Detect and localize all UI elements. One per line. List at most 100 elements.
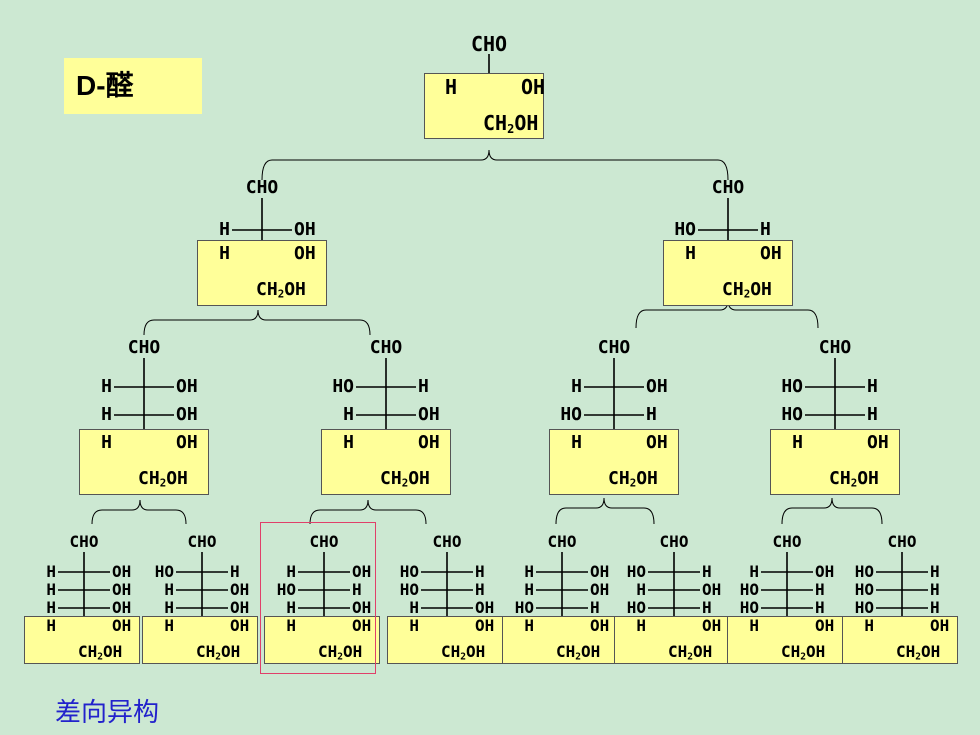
left-substituent: HO <box>276 580 296 599</box>
left-substituent: H <box>164 616 174 635</box>
ch2oh-label: CH2OH <box>441 642 486 663</box>
structure-box <box>842 616 958 664</box>
ch2oh-label: CH2OH <box>256 279 306 301</box>
left-substituent: HO <box>674 219 696 240</box>
left-substituent: H <box>46 598 56 617</box>
cho-label: CHO <box>369 337 403 358</box>
left-substituent: HO <box>854 580 874 599</box>
left-substituent: HO <box>399 562 419 581</box>
highlight-frame <box>260 522 376 674</box>
right-substituent: OH <box>230 598 250 617</box>
ch2oh-label: CH2OH <box>722 279 772 301</box>
left-substituent: HO <box>854 562 874 581</box>
left-substituent: H <box>749 562 759 581</box>
structure-box <box>197 240 327 306</box>
right-substituent: OH <box>867 432 889 453</box>
right-substituent: OH <box>418 404 440 425</box>
structure-box <box>770 429 900 495</box>
right-substituent: OH <box>930 616 950 635</box>
right-substituent: H <box>475 562 485 581</box>
right-substituent: OH <box>230 580 250 599</box>
right-substituent: H <box>867 404 878 425</box>
left-substituent: H <box>46 616 56 635</box>
right-substituent: H <box>930 562 940 581</box>
cho-label: CHO <box>470 32 508 56</box>
brace-connector <box>261 149 729 181</box>
right-substituent: OH <box>702 616 722 635</box>
cho-label: CHO <box>69 532 99 551</box>
left-substituent: H <box>286 616 296 635</box>
structure-box <box>614 616 730 664</box>
right-substituent: OH <box>112 616 132 635</box>
right-substituent: H <box>352 580 362 599</box>
right-substituent: OH <box>702 580 722 599</box>
left-substituent: HO <box>154 562 174 581</box>
right-substituent: H <box>702 598 712 617</box>
left-substituent: H <box>46 562 56 581</box>
left-substituent: HO <box>399 580 419 599</box>
left-substituent: H <box>409 616 419 635</box>
right-substituent: OH <box>646 432 668 453</box>
right-substituent: H <box>418 376 429 397</box>
ch2oh-label: CH2OH <box>896 642 941 663</box>
left-substituent: H <box>46 580 56 599</box>
right-substituent: OH <box>352 562 372 581</box>
ch2oh-label: CH2OH <box>608 468 658 490</box>
structure-box <box>502 616 618 664</box>
cho-label: CHO <box>547 532 577 551</box>
left-substituent: H <box>101 376 112 397</box>
right-substituent: OH <box>521 75 546 99</box>
brace-connector <box>781 497 883 525</box>
brace-connector <box>555 497 655 525</box>
cho-label: CHO <box>187 532 217 551</box>
structure-box <box>264 616 380 664</box>
right-substituent: OH <box>590 580 610 599</box>
structure-box <box>321 429 451 495</box>
left-substituent: HO <box>332 376 354 397</box>
left-substituent: H <box>571 432 582 453</box>
left-substituent: H <box>685 243 696 264</box>
right-substituent: OH <box>112 562 132 581</box>
right-substituent: OH <box>230 616 250 635</box>
cho-label: CHO <box>245 177 279 198</box>
ch2oh-label: CH2OH <box>138 468 188 490</box>
right-substituent: OH <box>294 243 316 264</box>
left-substituent: HO <box>514 598 534 617</box>
ch2oh-label: CH2OH <box>78 642 123 663</box>
left-substituent: H <box>286 598 296 617</box>
ch2oh-label: CH2OH <box>318 642 363 663</box>
structure-box <box>663 240 793 306</box>
right-substituent: OH <box>176 404 198 425</box>
left-substituent: HO <box>739 598 759 617</box>
left-substituent: H <box>343 404 354 425</box>
left-substituent: H <box>524 562 534 581</box>
cho-label: CHO <box>309 532 339 551</box>
right-substituent: H <box>760 219 771 240</box>
left-substituent: H <box>749 616 759 635</box>
left-substituent: H <box>636 580 646 599</box>
right-substituent: H <box>590 598 600 617</box>
left-substituent: H <box>101 432 112 453</box>
left-substituent: H <box>101 404 112 425</box>
left-substituent: H <box>409 598 419 617</box>
left-substituent: H <box>286 562 296 581</box>
ch2oh-label: CH2OH <box>668 642 713 663</box>
structure-box <box>549 429 679 495</box>
right-substituent: H <box>230 562 240 581</box>
right-substituent: OH <box>475 616 495 635</box>
left-substituent: H <box>524 616 534 635</box>
ch2oh-label: CH2OH <box>781 642 826 663</box>
right-substituent: OH <box>590 616 610 635</box>
right-substituent: OH <box>475 598 495 617</box>
left-substituent: H <box>164 580 174 599</box>
brace-connector <box>309 499 427 525</box>
cho-label: CHO <box>659 532 689 551</box>
right-substituent: H <box>646 404 657 425</box>
right-substituent: OH <box>646 376 668 397</box>
right-substituent: OH <box>176 432 198 453</box>
cho-label: CHO <box>887 532 917 551</box>
right-substituent: OH <box>112 580 132 599</box>
ch2oh-label: CH2OH <box>829 468 879 490</box>
ch2oh-label: CH2OH <box>556 642 601 663</box>
